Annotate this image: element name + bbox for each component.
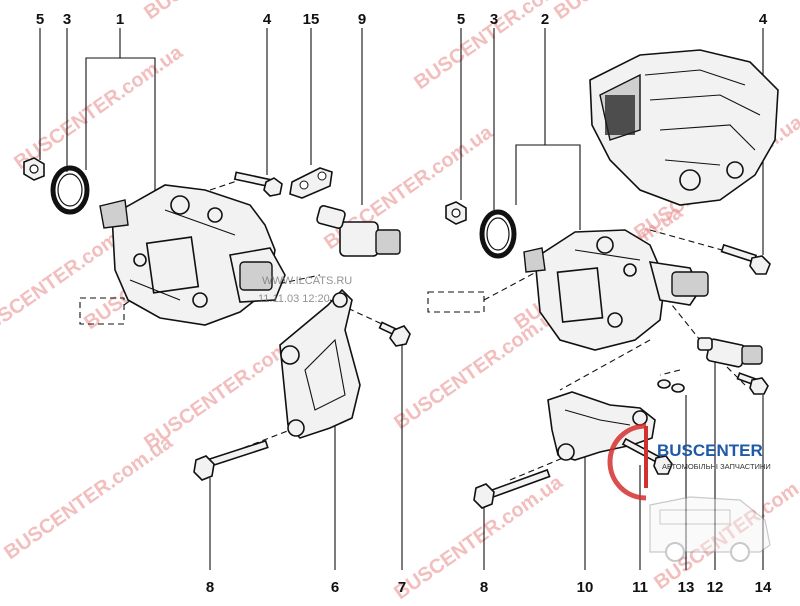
callout-label: 4 (759, 11, 768, 28)
pressure-sensor-part-12 (697, 337, 763, 368)
seal-washers-part-13 (657, 379, 685, 393)
van-image (649, 496, 771, 562)
seal-ring-part-3 (479, 209, 517, 259)
bolt-part-14 (736, 372, 769, 395)
catalog-stamp: WWW.ILCATS.RU 11.11.03 12:20 (258, 275, 352, 305)
left-assembly (23, 157, 411, 481)
callout-label: 11 (632, 579, 648, 596)
callout-label: 10 (577, 579, 594, 596)
callout-label: 5 (457, 11, 465, 28)
callout-label: 12 (707, 579, 724, 596)
bracket-part-6 (279, 288, 361, 439)
high-pressure-pump-part-2 (523, 229, 709, 351)
callout-label: 2 (541, 11, 549, 28)
nut-part-5 (445, 201, 467, 225)
callout-label: 3 (490, 11, 498, 28)
pressure-regulator-part-9 (316, 205, 401, 257)
callout-labels-bottom-right: 8 10 11 13 12 14 (480, 579, 772, 596)
watermark-text: BUSCENTER.com.ua (140, 0, 317, 24)
bolt-part-7 (378, 321, 411, 347)
callout-label: 3 (63, 11, 71, 28)
callout-label: 1 (116, 11, 124, 28)
callout-label: 13 (678, 579, 695, 596)
callout-label: 9 (358, 11, 366, 28)
logo-tagline: АВТОМОБІЛЬНІ ЗАПЧАСТИНИ (662, 462, 771, 471)
logo-name: BUSCENTER (657, 441, 763, 460)
callout-label: 8 (480, 579, 488, 596)
seal-ring-part-3 (50, 165, 90, 215)
leader-lines (39, 28, 764, 570)
watermark-text: BUSCENTER.com.ua (550, 0, 727, 24)
gasket-part-15 (289, 167, 333, 199)
bolt-part-4 (720, 243, 771, 275)
bolt-part-4 (233, 171, 283, 197)
nut-part-5 (23, 157, 45, 181)
stamp-line-1: WWW.ILCATS.RU (262, 275, 352, 287)
engine-inset-image (589, 49, 779, 206)
callout-labels-top-right: 5 3 2 4 (457, 11, 768, 28)
callout-label: 15 (303, 11, 320, 28)
long-bolt-part-8 (193, 439, 269, 481)
callout-label: 6 (331, 579, 339, 596)
long-bolt-part-8 (473, 468, 551, 509)
callout-label: 14 (755, 579, 772, 596)
right-assembly (445, 49, 779, 509)
callout-labels-top-left: 5 3 1 4 15 9 (36, 11, 366, 28)
high-pressure-pump-part-1 (99, 184, 286, 326)
callout-labels-bottom-left: 8 6 7 (206, 579, 406, 596)
callout-label: 5 (36, 11, 44, 28)
callout-label: 7 (398, 579, 406, 596)
watermark-text: BUSCENTER.com.ua (10, 41, 187, 174)
bolt-part-11 (621, 437, 673, 475)
callout-label: 4 (263, 11, 272, 28)
callout-label: 8 (206, 579, 214, 596)
stamp-line-2: 11.11.03 12:20 (258, 293, 330, 305)
buscenter-logo: BUSCENTER АВТОМОБІЛЬНІ ЗАПЧАСТИНИ (607, 423, 771, 562)
watermark-text: BUSCENTER.com.ua (0, 431, 177, 564)
